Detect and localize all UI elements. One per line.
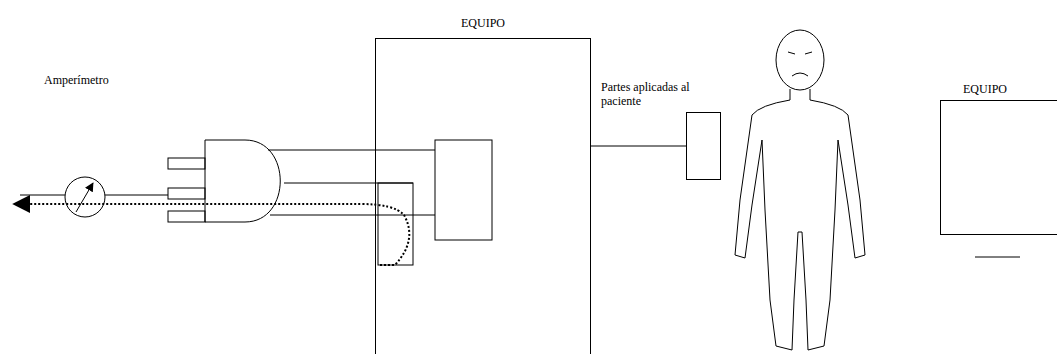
equipment-housing: EQUIPO (940, 100, 1057, 235)
patient-eye (788, 52, 795, 54)
patient-mouth (792, 73, 808, 76)
node-heading: EQUIPO (963, 83, 1043, 97)
equipment-base (975, 257, 1020, 258)
connection-wire (591, 146, 686, 147)
power-supply-box (435, 140, 492, 240)
neutral-wire (270, 215, 435, 216)
patient-eye (805, 52, 812, 54)
patient-head (776, 30, 824, 90)
node-heading: EQUIPO (461, 17, 505, 31)
ammeter-needle (76, 183, 93, 212)
node-heading: Partes aplicadas al paciente (601, 81, 697, 109)
plug-prong (168, 158, 205, 169)
live-wire (268, 150, 435, 151)
plug-prong (168, 211, 205, 222)
equipment-housing: EQUIPO (375, 38, 591, 354)
ammeter-lead (20, 195, 65, 196)
instrument-label: Amperímetro (44, 74, 109, 88)
ammeter-lead (105, 195, 168, 196)
applied-part-box: Partes aplicadas al paciente (686, 112, 721, 180)
ammeter-symbol (65, 177, 105, 217)
leakage-current-path (14, 204, 409, 265)
plug-prong (168, 188, 205, 199)
patient-body (735, 89, 865, 350)
plug-body (205, 140, 280, 222)
